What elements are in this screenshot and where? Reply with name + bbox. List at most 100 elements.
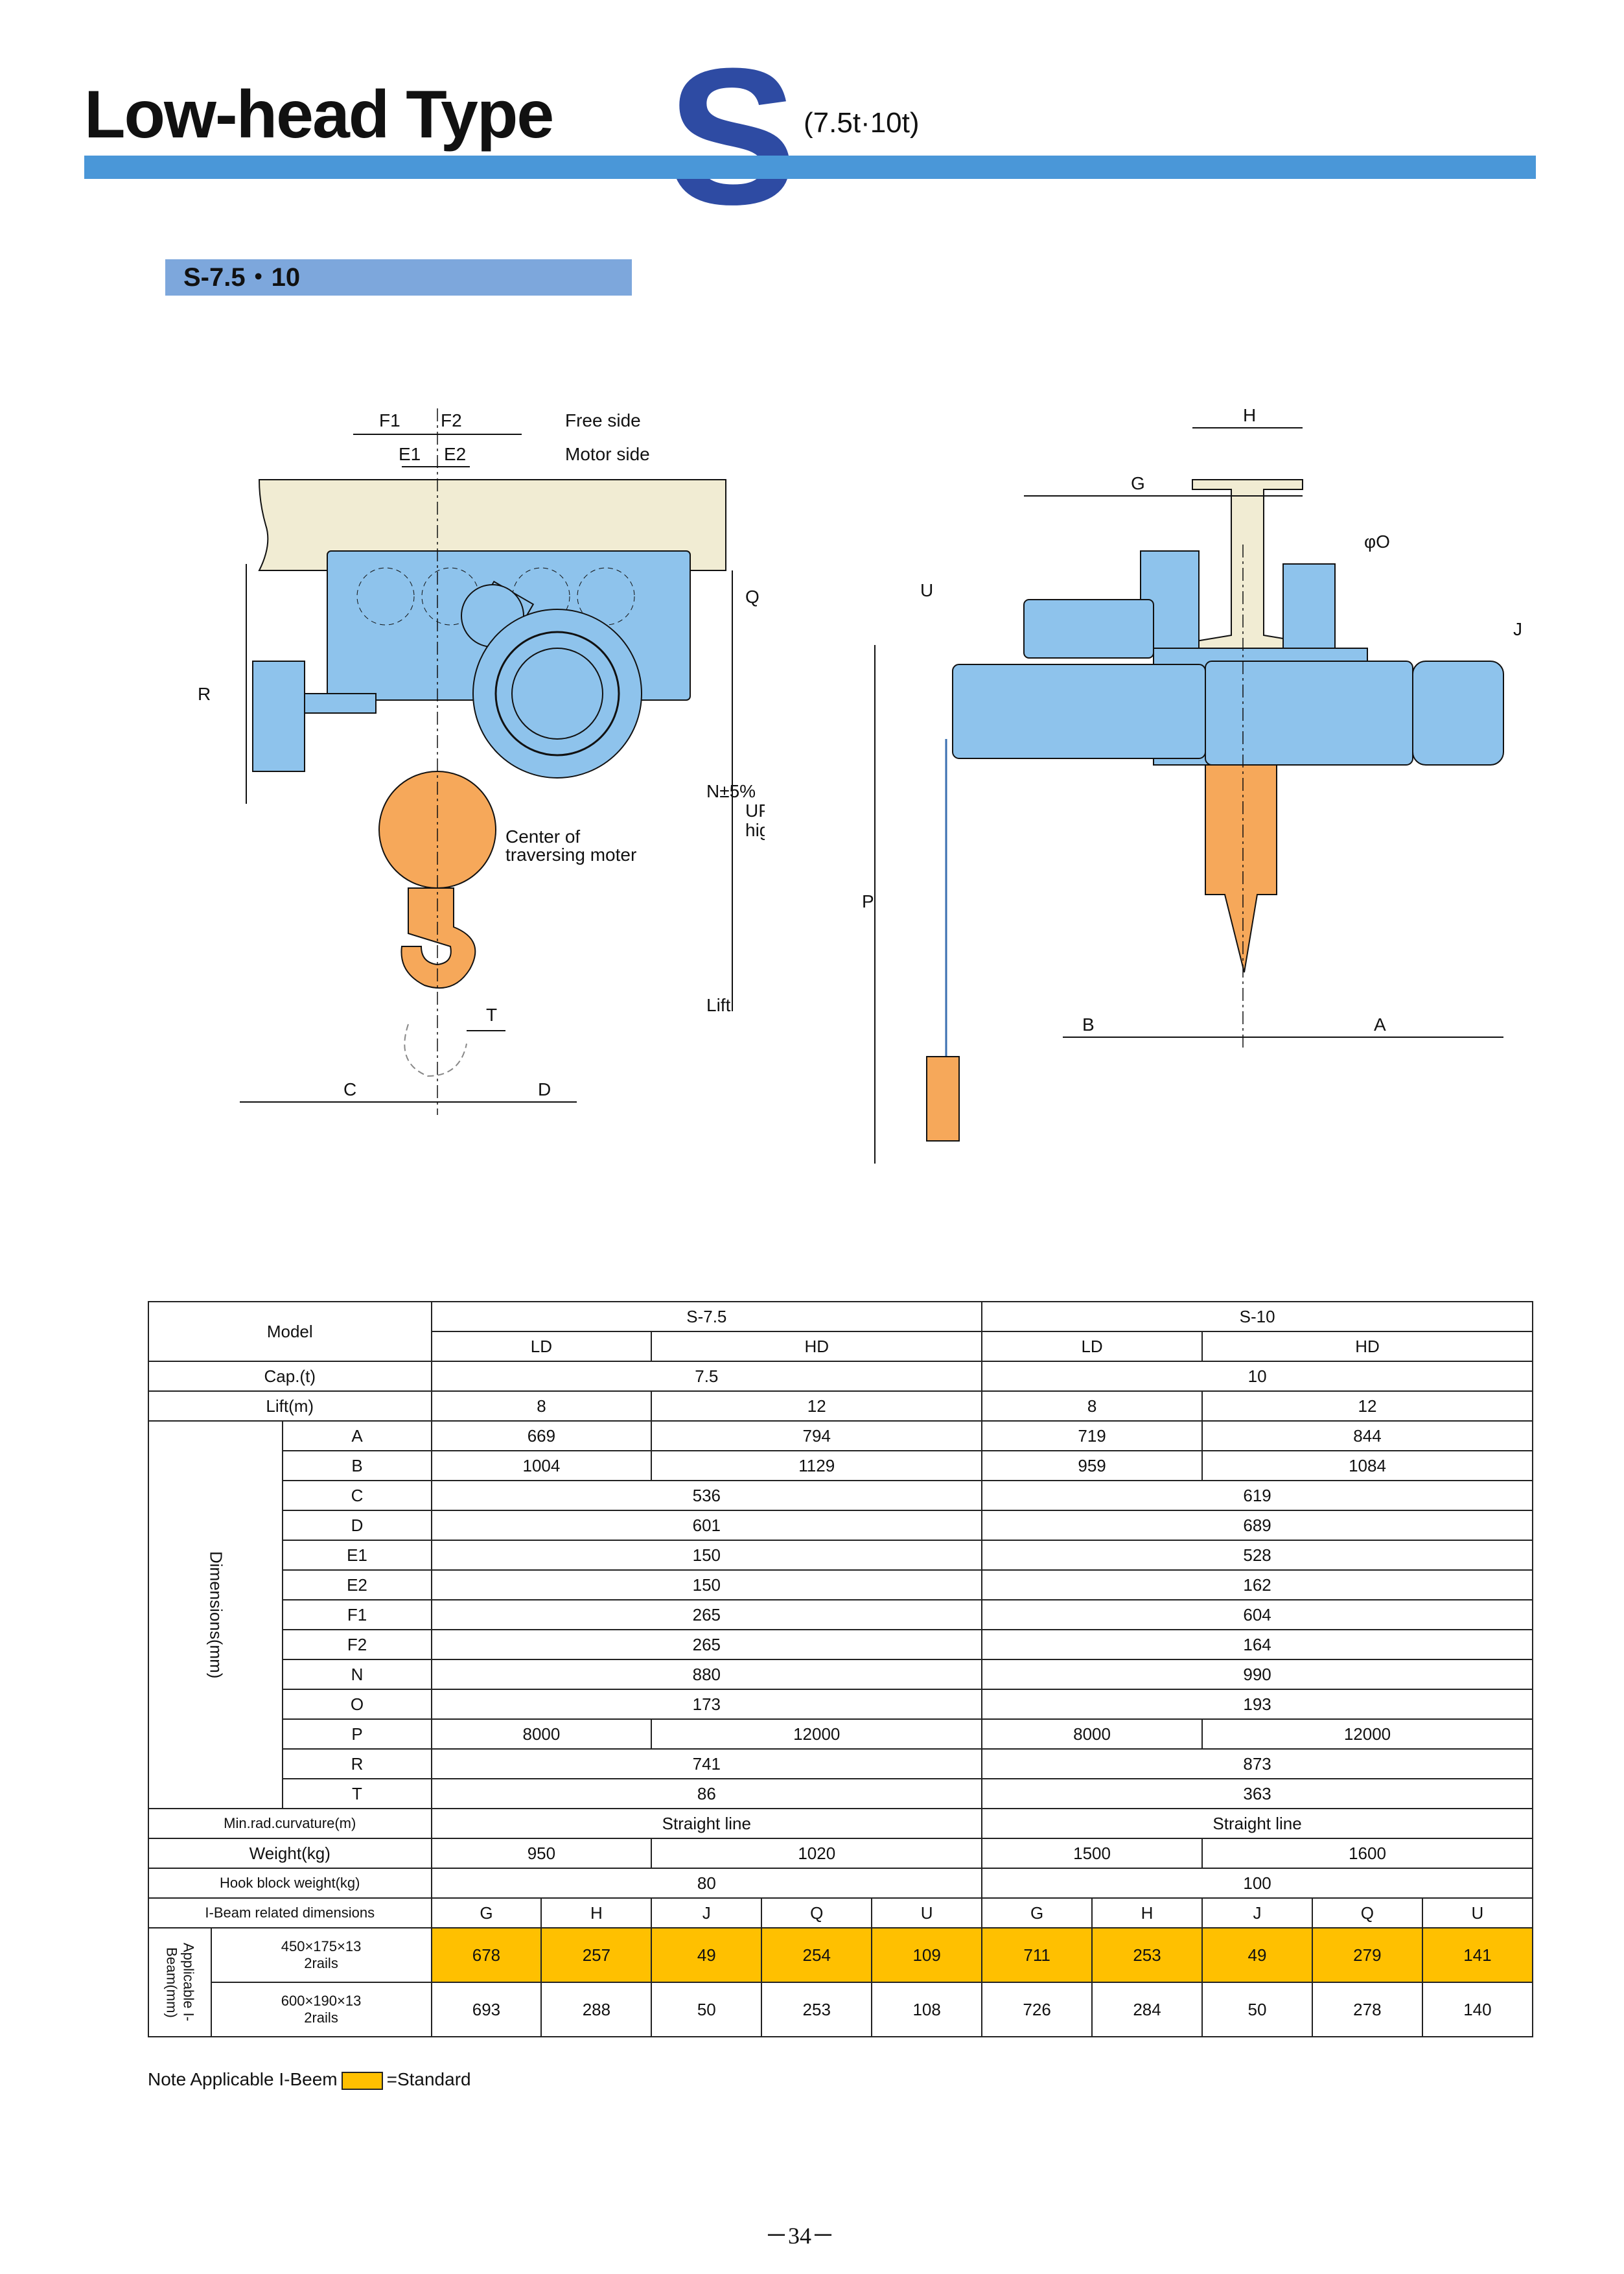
lift-cell: 8 [981,1390,1203,1422]
ibeam-value: 253 [1091,1927,1203,1983]
label-r: R [198,684,211,704]
label-d: D [538,1079,551,1099]
ibeam-value: 140 [1421,1982,1534,2037]
dimension-key: A [282,1420,432,1451]
dimension-key: N [282,1659,432,1690]
model-header: Model [148,1301,432,1362]
end-view-drawing: H G φO U J P B A [862,405,1522,1164]
ibeam-value: 278 [1311,1982,1423,2037]
page-title: Low-head Type [84,77,554,152]
dimension-value: 1084 [1201,1450,1534,1481]
label-n: N±5% [706,781,756,801]
dimension-key: F2 [282,1629,432,1660]
ibeam-value: 288 [540,1982,653,2037]
dimension-value: 689 [981,1510,1533,1541]
ibeam-col-header: H [540,1897,653,1928]
dimension-value: 669 [430,1420,653,1451]
standard-swatch [341,2071,383,2090]
dimension-value: 990 [981,1659,1533,1690]
dimensions-label: Dimensions(mm) [147,1420,284,1809]
cap-75: 7.5 [430,1361,983,1392]
cap-10: 10 [981,1361,1533,1392]
dimension-key: B [282,1450,432,1481]
dimension-key: E2 [282,1569,432,1600]
ibeam-col-header: G [430,1897,542,1928]
label-c: C [343,1079,356,1099]
dimension-value: 164 [981,1629,1533,1660]
dimension-value: 8000 [981,1718,1203,1750]
dimension-value: 86 [430,1778,983,1809]
dimension-value: 601 [430,1510,983,1541]
ibeam-value: 284 [1091,1982,1203,2037]
ibeam-col-header: G [981,1897,1093,1928]
label-o: φO [1364,532,1390,552]
dimension-value: 794 [651,1420,983,1451]
s10-ld: LD [981,1331,1203,1362]
dimension-value: 265 [430,1599,983,1630]
weight-label: Weight(kg) [148,1838,432,1869]
ibeam-value: 108 [871,1982,983,2037]
weight-cell: 1600 [1201,1838,1534,1869]
rope-drum [1205,661,1413,766]
minrad-label: Min.rad.curvature(m) [148,1808,432,1839]
hook-block-end [1205,764,1277,973]
header-bar [84,156,1536,179]
label-u: U [920,580,933,600]
series-letter: S [667,27,798,245]
dimension-value: 528 [981,1540,1533,1571]
ibeam-col-header: J [651,1897,763,1928]
ibeam-value: 726 [981,1982,1093,2037]
dimension-value: 604 [981,1599,1533,1630]
dimension-key: F1 [282,1599,432,1630]
dimension-key: E1 [282,1540,432,1571]
pendant-switch [926,1056,960,1142]
ibeam-label: I-Beam related dimensions [148,1897,432,1928]
lift-cell: 12 [651,1390,983,1422]
minrad-cell: Straight line [430,1808,983,1839]
hook-cell: 80 [430,1868,983,1899]
dimension-key: C [282,1480,432,1511]
ibeam-value: 109 [871,1927,983,1983]
ibeam-col-header: U [1421,1897,1534,1928]
ibeam-col-header: Q [1311,1897,1423,1928]
dimension-key: D [282,1510,432,1541]
ibeam-value: 257 [540,1927,653,1983]
weight-cell: 950 [430,1838,653,1869]
dimension-value: 150 [430,1569,983,1600]
label-f1: F1 [379,410,400,430]
ibeam-value: 49 [1201,1927,1313,1983]
dimension-value: 1004 [430,1450,653,1481]
ibeam-value: 253 [761,1982,873,2037]
table-note: Note Applicable I-Beem=Standard [148,2069,471,2090]
page-subtitle: (7.5t·10t) [804,107,920,139]
dimension-value: 363 [981,1778,1533,1809]
label-free-side: Free side [565,410,641,430]
lift-cell: 12 [1201,1390,1534,1422]
label-j: J [1513,619,1522,639]
label-g: G [1131,473,1145,493]
hook [400,887,476,989]
control-box [252,661,305,772]
ibeam-value: 254 [761,1927,873,1983]
ibeam-value: 693 [430,1982,542,2037]
hook-label: Hook block weight(kg) [148,1868,432,1899]
dimension-value: 1129 [651,1450,983,1481]
label-e1: E1 [399,444,421,464]
label-h: H [1243,405,1256,425]
ibeam-value: 711 [981,1927,1093,1983]
spec-table: Model S-7.5 S-10 LD HD LD HD Cap.(t) 7.5… [147,1301,1534,2037]
label-e2: E2 [444,444,466,464]
dimension-key: O [282,1689,432,1720]
dimension-value: 959 [981,1450,1203,1481]
dimension-key: T [282,1778,432,1809]
dimension-value: 150 [430,1540,983,1571]
